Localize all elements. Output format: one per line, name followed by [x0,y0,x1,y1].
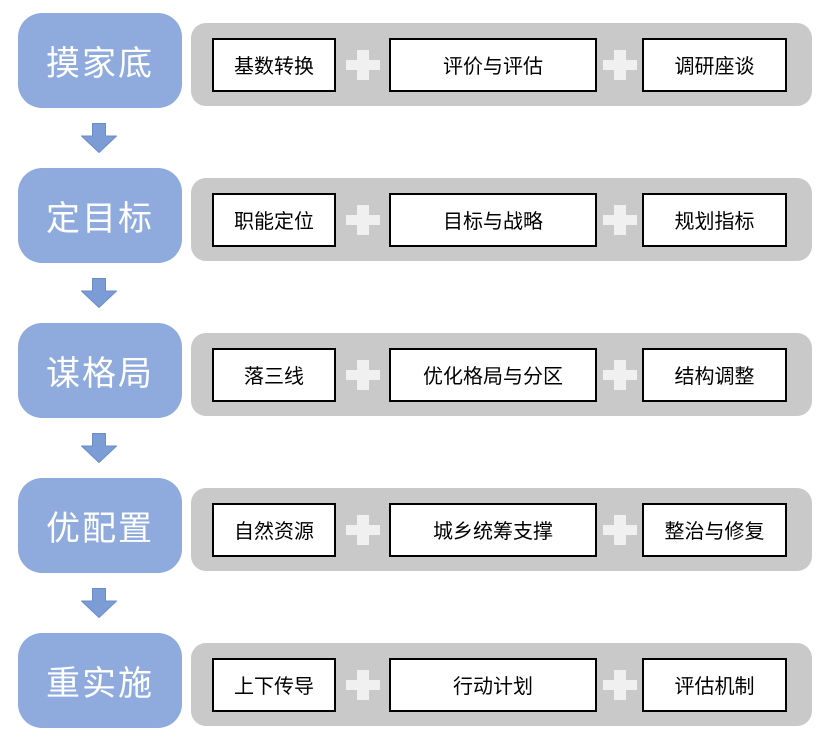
steps-bar: 基数转换 评价与评估 调研座谈 [191,23,812,106]
step-box: 上下传导 [212,657,336,712]
plus-icon [597,643,642,726]
step-box: 行动计划 [389,657,597,712]
down-arrow-icon [0,573,837,633]
step-box: 规划指标 [642,192,787,247]
plus-icon [336,643,389,726]
step-box: 调研座谈 [642,37,787,92]
steps-bar: 职能定位 目标与战略 规划指标 [191,178,812,261]
plus-icon [597,488,642,571]
stage-badge: 定目标 [18,168,182,263]
process-row: 摸家底 基数转换 评价与评估 调研座谈 [18,13,837,108]
plus-icon [336,333,389,416]
stage-badge: 重实施 [18,633,182,728]
step-box: 目标与战略 [389,192,597,247]
step-box: 优化格局与分区 [389,347,597,402]
down-arrow-icon [0,108,837,168]
plus-icon [336,178,389,261]
step-box: 评估机制 [642,657,787,712]
plus-icon [597,23,642,106]
plus-icon [597,333,642,416]
plus-icon [597,178,642,261]
stage-badge: 摸家底 [18,13,182,108]
process-row: 定目标 职能定位 目标与战略 规划指标 [18,168,837,263]
step-box: 落三线 [212,347,336,402]
down-arrow-icon [0,263,837,323]
process-row: 重实施 上下传导 行动计划 评估机制 [18,633,837,728]
steps-bar: 上下传导 行动计划 评估机制 [191,643,812,726]
process-row: 谋格局 落三线 优化格局与分区 结构调整 [18,323,837,418]
step-box: 自然资源 [212,502,336,557]
down-arrow-icon [0,418,837,478]
steps-bar: 自然资源 城乡统筹支撑 整治与修复 [191,488,812,571]
process-row: 优配置 自然资源 城乡统筹支撑 整治与修复 [18,478,837,573]
step-box: 职能定位 [212,192,336,247]
step-box: 评价与评估 [389,37,597,92]
stage-badge: 优配置 [18,478,182,573]
step-box: 结构调整 [642,347,787,402]
step-box: 整治与修复 [642,502,787,557]
plus-icon [336,488,389,571]
stage-badge: 谋格局 [18,323,182,418]
step-box: 城乡统筹支撑 [389,502,597,557]
plus-icon [336,23,389,106]
step-box: 基数转换 [212,37,336,92]
steps-bar: 落三线 优化格局与分区 结构调整 [191,333,812,416]
